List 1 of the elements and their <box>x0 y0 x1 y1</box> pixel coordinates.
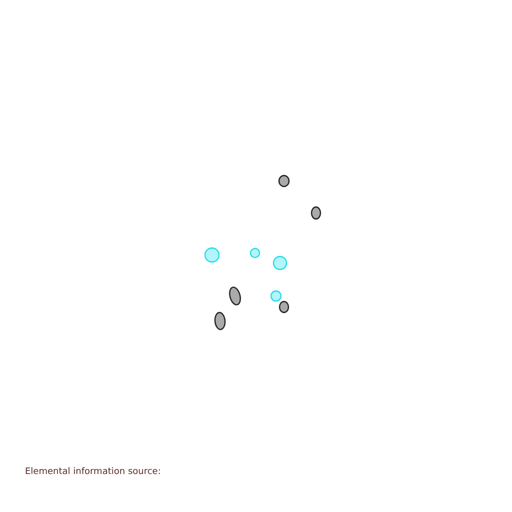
source-note: Elemental information source: <box>25 467 161 477</box>
